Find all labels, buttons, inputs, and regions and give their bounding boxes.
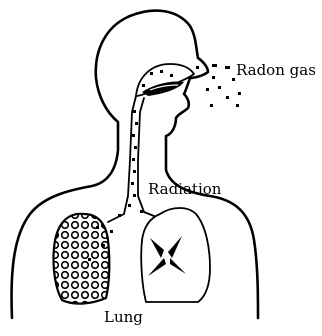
label-lung: Lung <box>104 308 143 326</box>
trachea-right-wall <box>138 98 154 216</box>
radiation-burst <box>148 236 186 276</box>
body-silhouette <box>12 11 258 318</box>
label-radon-gas: Radon gas <box>236 61 316 79</box>
left-lung <box>53 214 109 304</box>
right-lung <box>141 208 210 302</box>
radon-gas-particles <box>196 64 241 107</box>
mouth-cavity <box>142 81 184 96</box>
label-radiation: Radiation <box>148 180 222 198</box>
